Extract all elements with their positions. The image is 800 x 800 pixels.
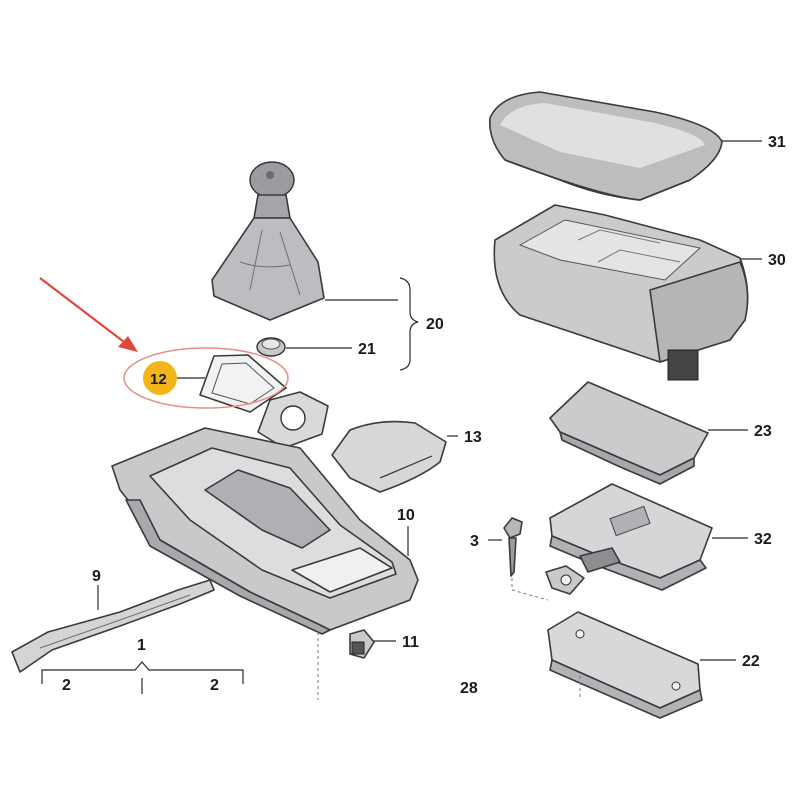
part-31-armrest-lid bbox=[488, 91, 723, 201]
part-3-screw bbox=[503, 517, 523, 577]
label-12: 12 bbox=[150, 371, 167, 388]
label-13: 13 bbox=[464, 429, 482, 446]
dash-screw bbox=[511, 578, 549, 601]
label-28: 28 bbox=[460, 680, 478, 697]
label-20: 20 bbox=[426, 316, 444, 333]
highlight-ellipse bbox=[123, 347, 289, 409]
nut-clip bbox=[545, 565, 585, 595]
bracket-20 bbox=[399, 277, 419, 371]
part-20-shift-boot bbox=[211, 161, 325, 321]
label-3: 3 bbox=[470, 533, 479, 550]
bracket-1 bbox=[41, 661, 244, 684]
label-11: 11 bbox=[402, 634, 419, 651]
label-2-right: 2 bbox=[210, 677, 219, 694]
label-31: 31 bbox=[768, 134, 786, 151]
label-10: 10 bbox=[397, 507, 415, 524]
part-13-cover bbox=[331, 420, 447, 493]
label-2-left: 2 bbox=[62, 677, 71, 694]
label-21: 21 bbox=[358, 341, 376, 358]
part-23-module-cover bbox=[549, 381, 709, 485]
label-32: 32 bbox=[754, 531, 772, 548]
part-12-frame-plate bbox=[199, 354, 329, 449]
label-1: 1 bbox=[137, 637, 146, 654]
part-9-trim-strip bbox=[11, 579, 215, 673]
part-30-armrest-body bbox=[493, 204, 749, 381]
label-30: 30 bbox=[768, 252, 786, 269]
part-21-clip bbox=[256, 337, 286, 357]
label-9: 9 bbox=[92, 568, 101, 585]
label-22: 22 bbox=[742, 653, 760, 670]
highlight-badge bbox=[143, 361, 177, 395]
label-23: 23 bbox=[754, 423, 772, 440]
part-11-clip bbox=[349, 629, 375, 659]
pointer-arrow-icon bbox=[39, 277, 138, 352]
part-10-center-console bbox=[111, 427, 419, 635]
part-22-bracket bbox=[547, 611, 703, 719]
part-32-control-module bbox=[549, 483, 713, 591]
